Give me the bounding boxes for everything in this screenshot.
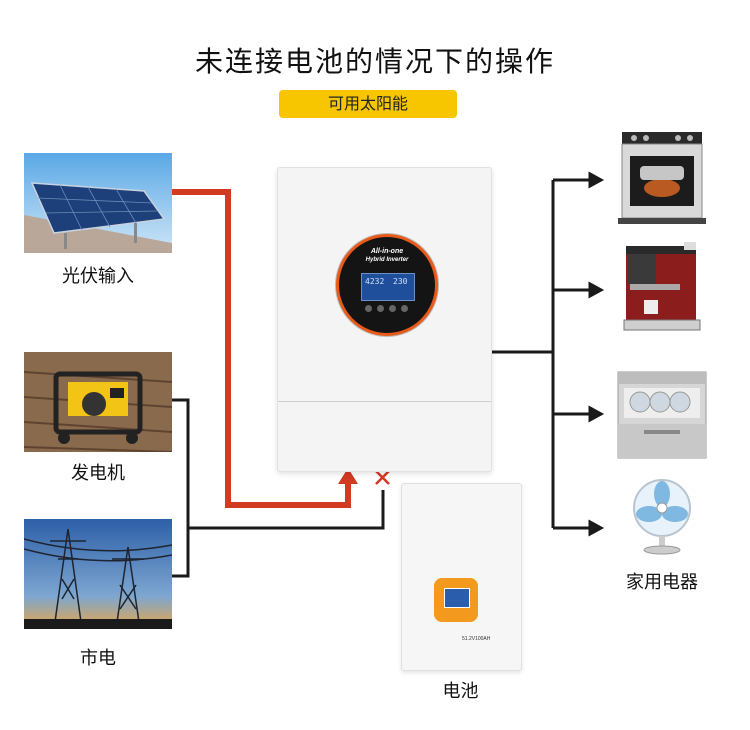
oven-image — [614, 130, 710, 226]
inverter-divider — [278, 401, 491, 402]
grid-line — [188, 490, 385, 530]
inverter-brand-line1: All-in-one — [370, 248, 404, 255]
lcd-left-value: 4232 — [365, 277, 385, 286]
coffee-machine-image — [614, 240, 710, 336]
dishwasher-image — [614, 366, 710, 462]
inverter-button-4[interactable] — [401, 305, 408, 312]
grid-tower-image — [24, 519, 172, 629]
solar-available-badge: 可用太阳能 — [279, 90, 457, 118]
generator-image — [24, 352, 172, 452]
battery-lcd — [444, 588, 470, 608]
inverter-button-1[interactable] — [365, 305, 372, 312]
solar-panel-image — [24, 153, 172, 253]
battery-unit: 51.2V100AH — [401, 483, 522, 671]
inverter-display-panel: All-in-one Hybrid Inverter 4232 230 — [336, 234, 438, 336]
load-branches — [553, 171, 605, 537]
battery-spec-label: 51.2V100AH — [462, 636, 491, 642]
electric-fan-image — [622, 476, 702, 556]
battery-label: 电池 — [442, 681, 479, 702]
inverter-lcd: 4232 230 — [361, 273, 415, 301]
page-title: 未连接电池的情况下的操作 — [194, 45, 555, 78]
inverter-button-3[interactable] — [389, 305, 396, 312]
hybrid-inverter: All-in-one Hybrid Inverter 4232 230 — [277, 167, 492, 472]
inverter-brand-line2: Hybrid Inverter — [365, 257, 409, 263]
battery-display-badge — [434, 578, 478, 622]
lcd-right-value: 230 — [393, 277, 408, 286]
solar-arrow-head — [338, 468, 358, 484]
home-appliances-label: 家用电器 — [626, 572, 698, 593]
grid-label: 市电 — [80, 648, 116, 669]
solar-power-line — [172, 189, 351, 508]
inverter-button-2[interactable] — [377, 305, 384, 312]
solar-input-label: 光伏输入 — [62, 266, 134, 287]
disconnected-x-icon — [375, 470, 390, 485]
generator-label: 发电机 — [71, 463, 125, 484]
generator-line — [172, 398, 190, 578]
